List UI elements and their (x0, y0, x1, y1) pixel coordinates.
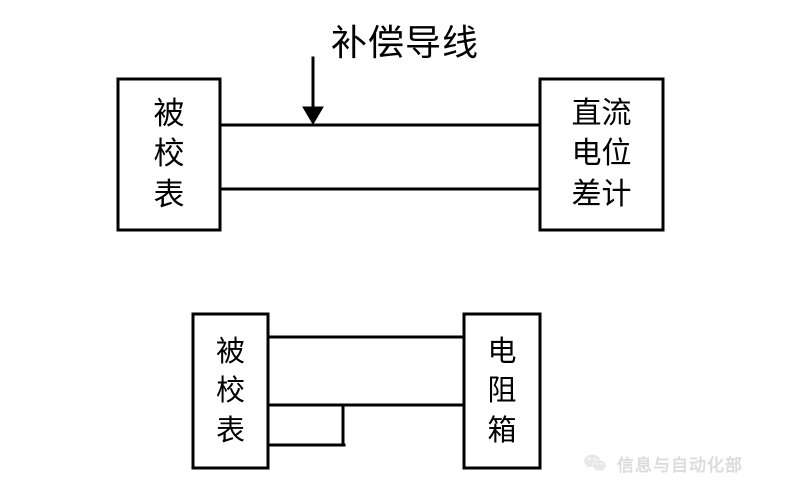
top-right-box (538, 77, 665, 232)
bottom-left-box (191, 312, 270, 470)
top-left-box (116, 77, 222, 232)
compensating-wire-label: 补偿导线 (331, 23, 480, 64)
compensating-wire-arrow-head (302, 106, 324, 125)
bottom-right-box (462, 312, 542, 470)
